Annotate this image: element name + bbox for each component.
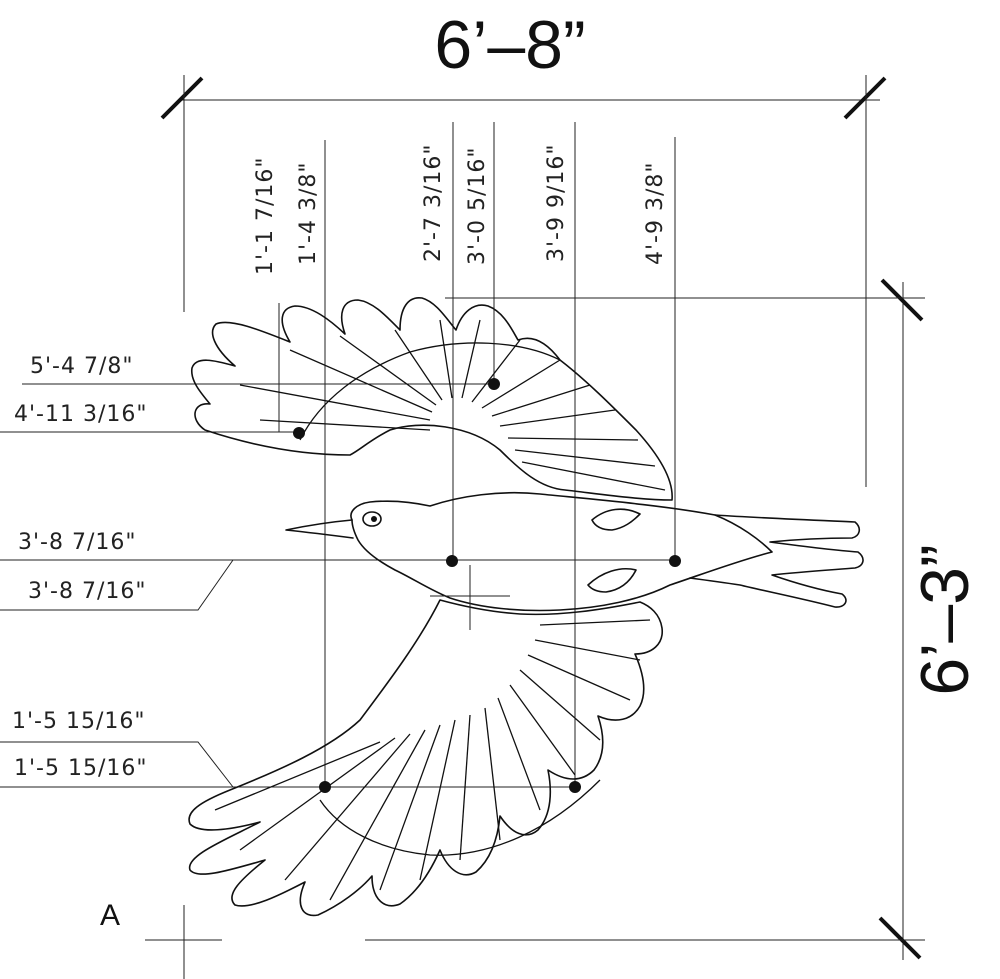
mounting-point: [569, 781, 581, 793]
bird-eye: [362, 511, 382, 527]
vertical-dim-label: 3'-0 5/16": [465, 147, 490, 266]
reference-point-label: A: [100, 899, 120, 932]
mounting-point: [293, 427, 305, 439]
horizontal-dim-label: 1'-5 15/16": [14, 756, 148, 781]
mounting-point: [319, 781, 331, 793]
overall-width-dimension: 6’–8”: [160, 7, 887, 487]
vertical-dim-label: 2'-7 3/16": [421, 144, 446, 263]
vertical-dimension-labels: 1'-1 7/16" 1'-4 3/8" 2'-7 3/16" 3'-0 5/1…: [253, 144, 668, 276]
horizontal-dimension-lines: [0, 383, 675, 788]
lower-wing: [188, 599, 663, 917]
overall-height-label: 6’–3”: [907, 544, 983, 695]
vertical-dim-label: 4'-9 3/8": [643, 162, 668, 266]
bird-foot-upper: [591, 508, 641, 531]
mounting-point: [488, 378, 500, 390]
mounting-points: [293, 378, 681, 793]
vertical-dimension-lines: [278, 122, 676, 787]
horizontal-dim-label: 3'-8 7/16": [18, 530, 137, 555]
horizontal-dimension-labels: 5'-4 7/8" 4'-11 3/16" 3'-8 7/16" 3'-8 7/…: [12, 354, 148, 781]
center-mark: [430, 565, 510, 630]
vertical-dim-label: 1'-1 7/16": [253, 157, 278, 276]
bird-foot-lower: [587, 568, 637, 593]
horizontal-dim-label: 5'-4 7/8": [30, 354, 134, 379]
vertical-dim-label: 1'-4 3/8": [296, 162, 321, 266]
mounting-point: [446, 555, 458, 567]
vertical-dim-label: 3'-9 9/16": [544, 144, 569, 263]
bird-body: [350, 491, 773, 612]
reference-point-a: A: [100, 899, 222, 979]
horizontal-dim-label: 1'-5 15/16": [12, 709, 146, 734]
lower-wing-feathers: [214, 619, 651, 901]
horizontal-dim-label: 3'-8 7/16": [28, 579, 147, 604]
bird-tail: [689, 514, 864, 608]
overall-height-dimension: 6’–3”: [365, 278, 983, 960]
bird-beak: [285, 519, 354, 539]
overall-width-label: 6’–8”: [434, 7, 585, 83]
bird-outline: [188, 297, 864, 917]
horizontal-dim-label: 4'-11 3/16": [14, 402, 148, 427]
upper-wing: [190, 297, 673, 501]
mounting-point: [669, 555, 681, 567]
upper-wing-feathers: [239, 319, 666, 491]
